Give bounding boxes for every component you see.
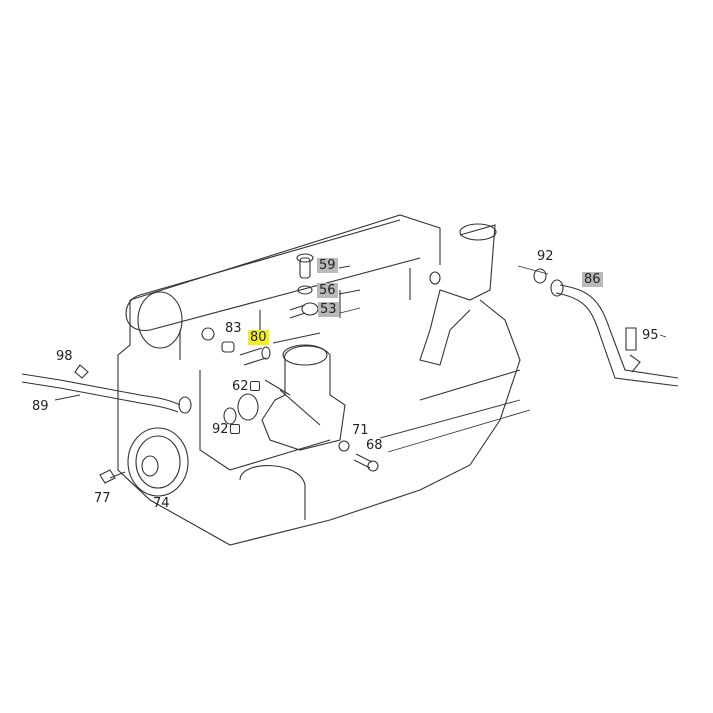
- o-ring-92b: [533, 268, 547, 284]
- water-pump: [261, 345, 346, 451]
- valve-cover: [125, 219, 421, 331]
- bolt-95: [625, 327, 637, 351]
- callout-62-text: 62: [232, 379, 249, 394]
- callout-62[interactable]: 62: [230, 379, 262, 394]
- callout-92[interactable]: 92: [210, 422, 242, 437]
- leader-lines: [54, 265, 667, 453]
- callout-59[interactable]: 59: [317, 258, 338, 273]
- engine-block-outline: [117, 214, 521, 546]
- square-icon: [249, 381, 260, 391]
- square-icon: [229, 424, 240, 434]
- plug-83a: [201, 327, 215, 341]
- callout-95[interactable]: 95: [642, 328, 659, 343]
- bolt-77: [99, 469, 126, 484]
- washer-56: [297, 285, 313, 295]
- bolt-68: [353, 453, 373, 469]
- callout-86[interactable]: 86: [582, 272, 603, 287]
- callout-89[interactable]: 89: [32, 399, 49, 414]
- bolt-98: [74, 364, 89, 379]
- callout-77[interactable]: 77: [94, 491, 111, 506]
- seal-71: [338, 440, 350, 452]
- pipe-86: [555, 284, 679, 387]
- callout-92b[interactable]: 92: [537, 249, 554, 264]
- pulley-74: [127, 427, 189, 497]
- callout-80[interactable]: 80: [248, 330, 269, 345]
- callout-56[interactable]: 56: [317, 283, 338, 298]
- callout-83[interactable]: 83: [225, 321, 242, 336]
- callout-74[interactable]: 74: [153, 496, 170, 511]
- callout-53[interactable]: 53: [318, 302, 339, 317]
- callout-98[interactable]: 98: [56, 349, 73, 364]
- banjo-bolt-59: [296, 253, 314, 279]
- thermostat-housing: [419, 224, 496, 366]
- hose-80: [239, 347, 267, 366]
- clip-83: [221, 341, 235, 353]
- callout-68[interactable]: 68: [366, 438, 383, 453]
- callout-92-text: 92: [212, 422, 229, 437]
- o-ring-62: [237, 393, 259, 421]
- cam-cover-end: [137, 291, 183, 349]
- callout-71[interactable]: 71: [352, 423, 369, 438]
- pipe-89: [21, 373, 181, 413]
